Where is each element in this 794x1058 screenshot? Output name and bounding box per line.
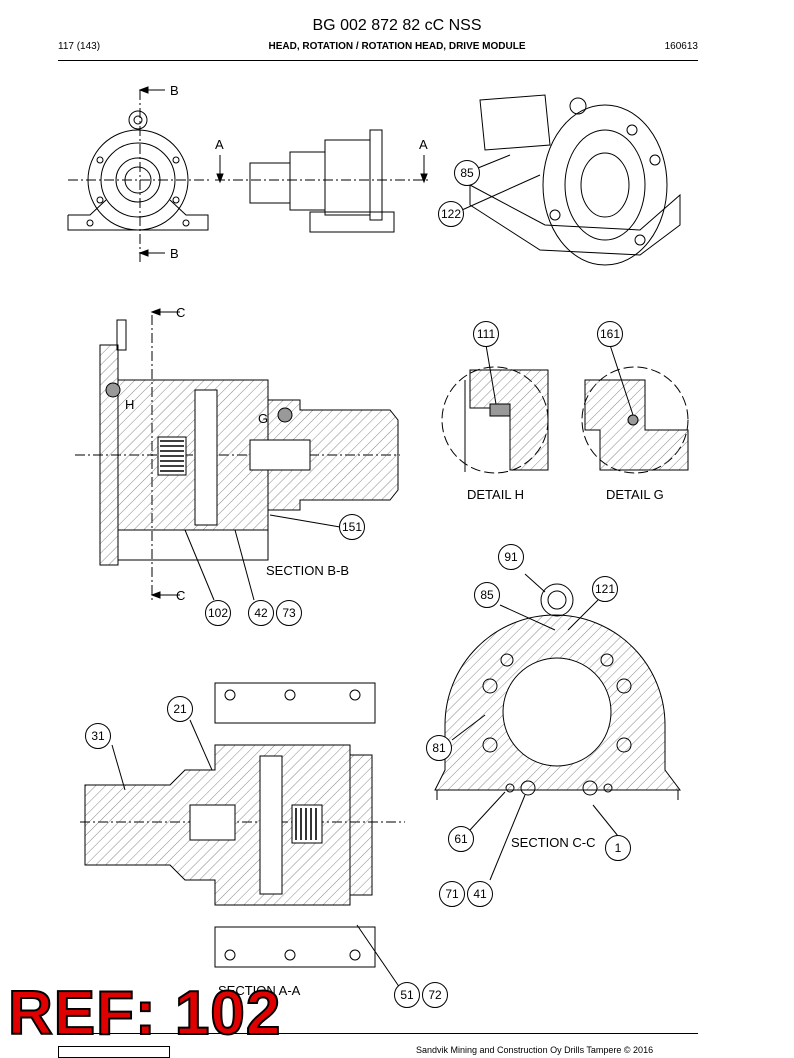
callout-31: 31	[85, 723, 111, 749]
view-mark-b-top: B	[170, 83, 179, 98]
copyright-footer: Sandvik Mining and Construction Oy Drill…	[416, 1045, 654, 1055]
isometric-view	[469, 94, 681, 266]
detail-g-drawing	[581, 344, 689, 474]
detail-g-label: DETAIL G	[606, 487, 664, 502]
view-mark-c-bottom: C	[176, 588, 186, 603]
detail-mark-g: G	[258, 411, 269, 426]
section-title: HEAD, ROTATION / ROTATION HEAD, DRIVE MO…	[268, 41, 526, 52]
callout-85: 85	[454, 160, 480, 186]
detail-h-drawing	[441, 344, 549, 474]
callout-51: 51	[394, 982, 420, 1008]
callout-1: 1	[605, 835, 631, 861]
view-mark-a-left: A	[215, 137, 224, 152]
callout-161: 161	[597, 321, 623, 347]
header-rule	[58, 60, 698, 61]
detail-h-label: DETAIL H	[467, 487, 525, 502]
section-a-a	[80, 682, 405, 989]
section-b-b-label: SECTION B-B	[266, 563, 350, 578]
callout-121: 121	[592, 576, 618, 602]
detail-mark-h: H	[125, 397, 135, 412]
callout-102: 102	[205, 600, 231, 626]
callout-73: 73	[276, 600, 302, 626]
callout-41: 41	[467, 881, 493, 907]
front-view	[67, 86, 210, 265]
document-code: 160613	[664, 41, 698, 52]
ref-stamp: REF: 102	[7, 978, 282, 1049]
callout-91: 91	[498, 544, 524, 570]
side-view	[215, 129, 430, 233]
callout-111: 111	[473, 321, 499, 347]
callout-81: 81	[426, 735, 452, 761]
callout-85-section: 85	[474, 582, 500, 608]
callout-42: 42	[248, 600, 274, 626]
view-mark-a-right: A	[419, 137, 428, 152]
callout-21: 21	[167, 696, 193, 722]
callout-72: 72	[422, 982, 448, 1008]
section-a-a-label: SECTION A-A	[218, 983, 301, 998]
document-title: BG 002 872 82 cC NSS	[312, 17, 482, 34]
callout-61: 61	[448, 826, 474, 852]
section-b-b	[75, 308, 400, 601]
section-c-c-label: SECTION C-C	[511, 835, 596, 850]
view-mark-c-top: C	[176, 305, 186, 320]
page-number: 117 (143)	[58, 41, 101, 52]
view-mark-b-bottom: B	[170, 246, 179, 261]
footer-rule	[58, 1033, 698, 1034]
callout-122: 122	[438, 201, 464, 227]
callout-151: 151	[339, 514, 365, 540]
callout-71: 71	[439, 881, 465, 907]
section-c-c	[434, 573, 681, 881]
